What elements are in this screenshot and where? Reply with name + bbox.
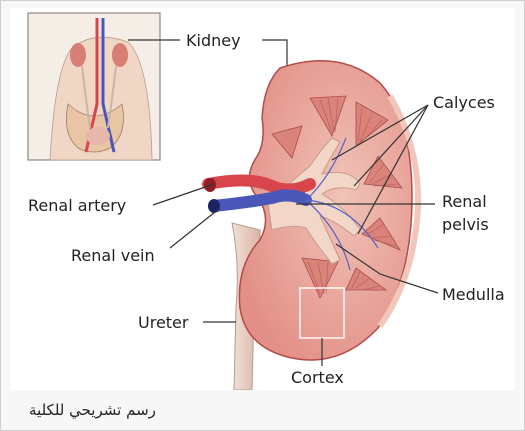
inset-bladder [86,127,110,145]
caption-bar: رسم تشريحي للكلية [1,392,508,428]
renal-artery-label: Renal artery [28,196,126,215]
medulla-label: Medulla [442,285,505,304]
caption-text: رسم تشريحي للكلية [29,392,156,428]
renal-artery-leader [153,184,214,205]
diagram-svg: Kidney Calyces Renal artery Renal pelvis… [10,8,515,390]
renal-pelvis-label-line1: Renal [442,192,487,211]
inset-body-figure [28,13,160,160]
renal-vein-label: Renal vein [71,246,155,265]
renal-pelvis-label-line2: pelvis [442,215,489,234]
renal-vein-leader [170,208,220,248]
renal-vein-opening [208,199,220,213]
inset-left-kidney [70,43,86,67]
kidney-anatomy-diagram: Kidney Calyces Renal artery Renal pelvis… [10,8,515,390]
ureter-label: Ureter [138,313,189,332]
kidney-leader-organ [262,40,287,66]
cortex-label: Cortex [291,368,344,387]
inset-right-kidney [112,43,128,67]
kidney-label: Kidney [186,31,241,50]
calyces-label: Calyces [433,93,495,112]
